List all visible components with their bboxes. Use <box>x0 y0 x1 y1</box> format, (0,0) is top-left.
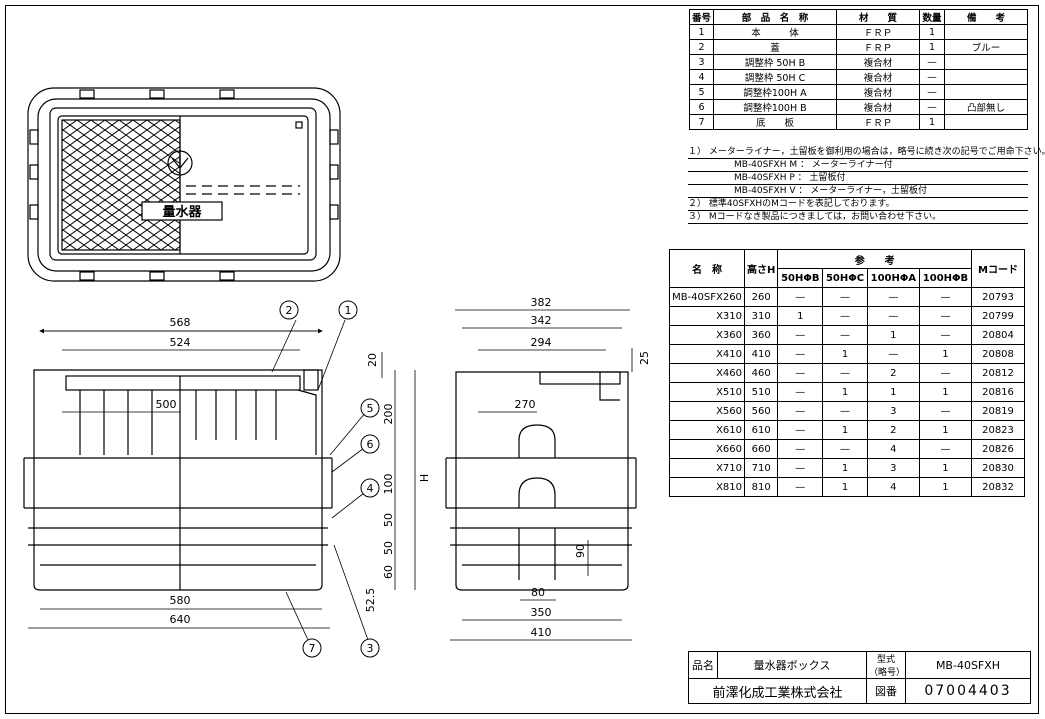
plan-view <box>27 87 341 282</box>
notes: １） メーターライナー，土留板を御利用の場合は，略号に続き次の記号でご用命下さい… <box>688 146 1045 224</box>
name-value: 量水器ボックス <box>717 651 867 679</box>
drawing-frame <box>5 5 1039 714</box>
svg-text:100: 100 <box>382 474 395 495</box>
note-line: ２） 標準40SFXHのMコードを表記しております。 <box>688 198 1028 211</box>
company-name: 前澤化成工業株式会社 <box>688 678 867 704</box>
note-line: MB-40SFXH M ： メーターライナー付 <box>688 159 1028 172</box>
parts-header-row: 番号 部 品 名 称 材 質 数量 備 考 <box>688 9 1028 25</box>
svg-text:90: 90 <box>574 544 587 558</box>
lid-label: 量水器 <box>162 204 202 220</box>
name-label: 品名 <box>688 651 718 679</box>
svg-text:342: 342 <box>531 314 552 327</box>
svg-text:52.5: 52.5 <box>364 588 377 613</box>
drawing-no: 07004403 <box>905 678 1031 704</box>
model-label: 型式（略号） <box>866 651 906 679</box>
note-line: １） メーターライナー，土留板を御利用の場合は，略号に続き次の記号でご用命下さい… <box>688 147 1045 159</box>
svg-text:524: 524 <box>170 336 191 349</box>
note-line: MB-40SFXH V ： メーターライナー，土留板付 <box>688 185 1028 198</box>
svg-text:1: 1 <box>345 304 352 317</box>
spec-header-code: Mコード <box>971 249 1025 288</box>
svg-text:80: 80 <box>531 586 545 599</box>
dimension-lines <box>28 309 633 641</box>
svg-text:7: 7 <box>309 642 316 655</box>
svg-text:50: 50 <box>382 541 395 555</box>
front-view <box>23 369 333 591</box>
side-view <box>445 371 637 591</box>
svg-text:270: 270 <box>515 398 536 411</box>
svg-text:6: 6 <box>367 438 374 451</box>
svg-text:580: 580 <box>170 594 191 607</box>
svg-text:4: 4 <box>367 482 374 495</box>
model-value: MB-40SFXH <box>905 651 1031 679</box>
spec-header-ref: 参 考 <box>777 249 972 269</box>
svg-text:410: 410 <box>531 626 552 639</box>
dimension-text: 568 524 500 580 640 382 342 294 270 80 3… <box>156 296 652 639</box>
note-line: ３） Mコードなき製品につきましては，お問い合わせ下さい。 <box>688 211 1028 224</box>
svg-text:350: 350 <box>531 606 552 619</box>
svg-text:640: 640 <box>170 613 191 626</box>
svg-text:568: 568 <box>170 316 191 329</box>
spec-header-name: 名 称 <box>669 249 745 288</box>
drawing-no-label: 図番 <box>866 678 906 704</box>
svg-text:50: 50 <box>382 513 395 527</box>
spec-header-height: 高さH <box>743 249 779 288</box>
svg-text:294: 294 <box>531 336 552 349</box>
title-block: 品名 量水器ボックス 型式（略号） MB-40SFXH 前澤化成工業株式会社 図… <box>688 651 1031 704</box>
svg-text:20: 20 <box>366 353 379 367</box>
svg-text:25: 25 <box>638 351 651 365</box>
svg-text:382: 382 <box>531 296 552 309</box>
svg-text:60: 60 <box>382 565 395 579</box>
callouts: 2 1 5 6 4 7 3 <box>279 300 380 658</box>
svg-text:5: 5 <box>367 402 374 415</box>
note-line: MB-40SFXH P ： 土留板付 <box>688 172 1028 185</box>
svg-text:2: 2 <box>286 304 293 317</box>
svg-text:H: H <box>418 474 431 482</box>
svg-text:500: 500 <box>156 398 177 411</box>
spec-table: 名 称 高さH 参 考 Mコード 50HΦB 50HΦC 100HΦA 100H… <box>669 249 1025 497</box>
svg-text:3: 3 <box>367 642 374 655</box>
svg-text:200: 200 <box>382 404 395 425</box>
